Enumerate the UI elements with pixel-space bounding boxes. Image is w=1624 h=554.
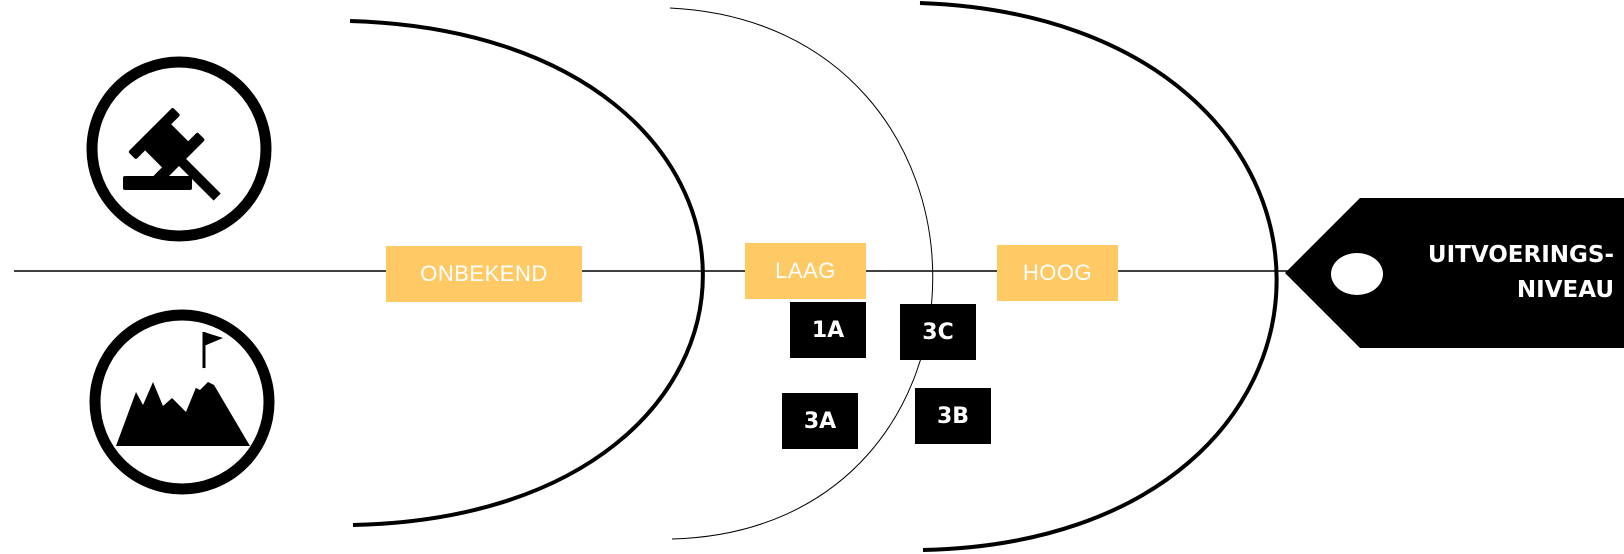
item-1a: 1A: [790, 302, 866, 358]
item-3a: 3A: [782, 393, 858, 449]
item-3b: 3B: [915, 388, 991, 444]
level-label-onbekend: ONBEKEND: [386, 246, 582, 302]
level-label-hoog: HOOG: [997, 245, 1118, 301]
arc-hoog: [919, 1, 1279, 552]
level-label-laag: LAAG: [745, 243, 866, 299]
tag-label-line1: UITVOERINGS-: [1427, 242, 1614, 268]
arc-laag: [669, 7, 934, 540]
arc-onbekend: [349, 19, 705, 527]
item-3c: 3C: [900, 304, 976, 360]
gavel-icon: [86, 56, 272, 242]
tag-label-line2: NIVEAU: [1516, 277, 1614, 303]
tag-hole: [1331, 253, 1383, 295]
mountain-flag-icon: [89, 309, 275, 495]
tag-label: UITVOERINGS- NIVEAU: [1374, 238, 1614, 308]
tag-shape: [1285, 198, 1624, 348]
